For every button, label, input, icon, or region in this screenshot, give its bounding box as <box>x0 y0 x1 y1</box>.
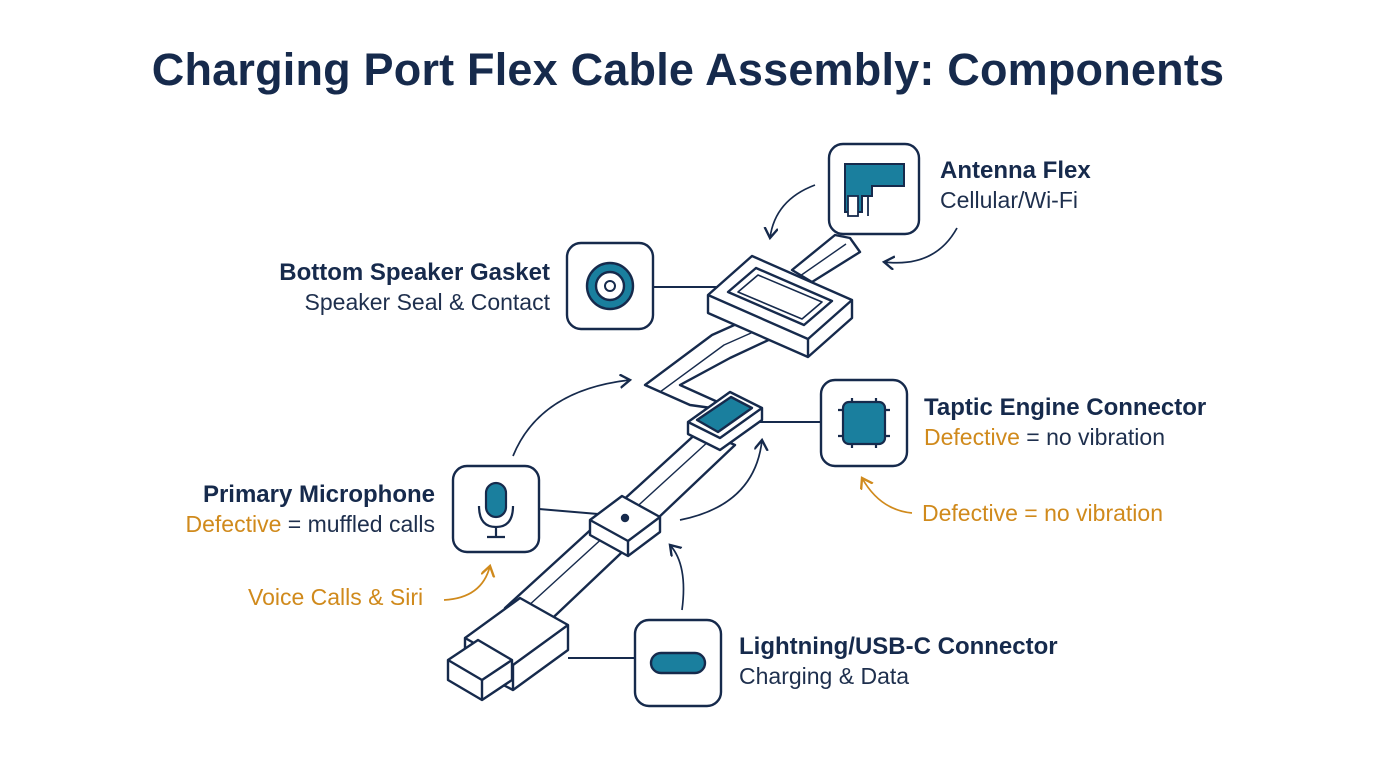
antenna-flex-name: Antenna Flex <box>940 157 1091 184</box>
speaker-gasket <box>706 254 854 359</box>
primary-microphone-label: Primary Microphone Defective = muffled c… <box>100 479 436 540</box>
speaker-gasket-desc: Speaker Seal & Contact <box>304 289 550 316</box>
taptic-note: Defective = no vibration <box>922 500 1163 526</box>
taptic-effect-text: = no vibration <box>1019 424 1165 451</box>
connector-name: Lightning/USB-C Connector <box>739 633 1058 660</box>
orange-arrows <box>443 478 913 601</box>
antenna-flex-icon <box>827 142 921 236</box>
mic-effect-text: = muffled calls <box>281 511 435 538</box>
connector-label: Lightning/USB-C Connector Charging & Dat… <box>739 631 1058 692</box>
taptic-engine-name: Taptic Engine Connector <box>924 394 1207 421</box>
speaker-gasket-name: Bottom Speaker Gasket <box>279 259 550 286</box>
mic-defective-text: Defective <box>185 511 282 538</box>
lightning-plug <box>446 596 570 702</box>
leader-lines <box>538 286 821 659</box>
antenna-flex-desc: Cellular/Wi-Fi <box>940 187 1078 214</box>
taptic-module <box>686 390 764 452</box>
taptic-engine-icon <box>819 378 909 468</box>
primary-microphone-name: Primary Microphone <box>202 481 435 508</box>
mic-module <box>588 494 662 558</box>
diagram-title: Charging Port Flex Cable Assembly: Compo… <box>151 44 1225 95</box>
lightning-usb-c-icon <box>633 618 723 708</box>
primary-microphone-desc: Defective = muffled calls <box>100 510 436 540</box>
microphone-icon <box>451 464 541 554</box>
speaker-icon <box>565 241 655 331</box>
taptic-engine-desc: Defective = no vibration <box>924 423 1206 453</box>
voice-calls-note: Voice Calls & Siri <box>248 584 424 610</box>
connector-desc: Charging & Data <box>739 663 910 690</box>
curved-arrows <box>512 184 958 611</box>
taptic-engine-label: Taptic Engine Connector Defective = no v… <box>924 392 1206 453</box>
speaker-gasket-label: Bottom Speaker Gasket Speaker Seal & Con… <box>220 257 550 318</box>
taptic-defective-text: Defective <box>924 424 1020 451</box>
antenna-flex-label: Antenna Flex Cellular/Wi-Fi <box>940 155 1091 216</box>
